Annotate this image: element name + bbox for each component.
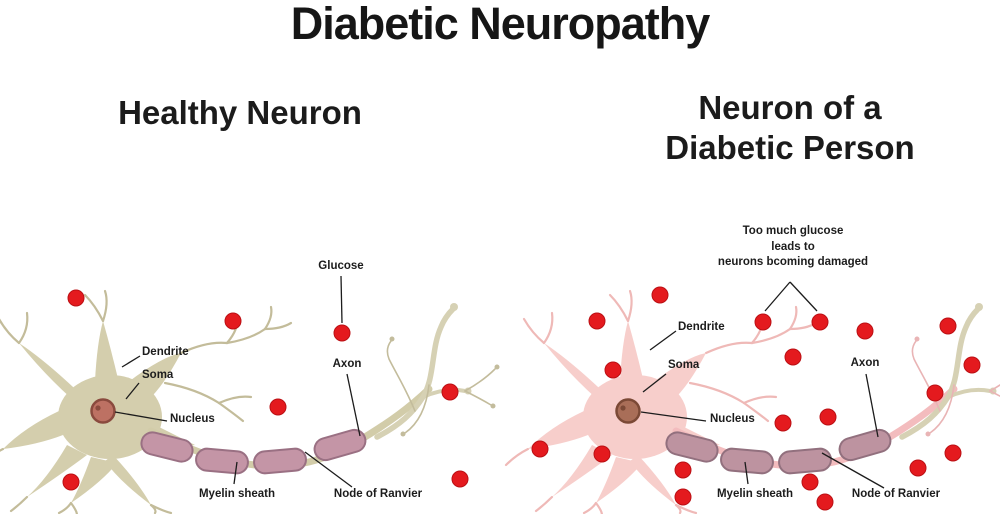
glucose-dots-healthy (62, 289, 469, 491)
label-healthy-node-of-ranvier: Node of Ranvier (333, 488, 423, 500)
label-healthy-glucose: Glucose (318, 260, 364, 272)
page-title: Diabetic Neuropathy (290, 0, 711, 49)
glucose-molecule (816, 493, 834, 511)
myelin-sheath-segments (140, 428, 367, 475)
glucose-molecule (269, 398, 287, 416)
heading-healthy-neuron: Healthy Neuron (118, 94, 362, 131)
glucose-molecule (811, 313, 829, 331)
annotation-glucose-damage: Too much glucose leads to neurons bcomin… (718, 224, 868, 271)
glucose-molecule (784, 348, 802, 366)
leader-diabetic-node (821, 452, 885, 489)
leader-diabetic-myelin (744, 461, 749, 485)
label-diabetic-myelin-sheath: Myelin sheath (716, 488, 794, 500)
annotation-line3: neurons bcoming damaged (717, 256, 869, 268)
leader-annotation-right (789, 281, 818, 312)
glucose-molecule (819, 408, 837, 426)
label-diabetic-nucleus: Nucleus (710, 413, 755, 425)
leader-healthy-axon (346, 373, 361, 437)
soma-body (3, 321, 195, 505)
heading-diabetic-neuron: Neuron of a Diabetic Person (665, 88, 914, 168)
glucose-molecule (333, 324, 351, 342)
glucose-molecule (451, 470, 469, 488)
nucleus-body (615, 398, 641, 424)
dendrite-twigs (0, 289, 293, 514)
leader-healthy-glucose (340, 275, 343, 324)
glucose-molecule (224, 312, 242, 330)
healthy-neuron (0, 289, 500, 514)
annotation-line2: leads to (771, 240, 815, 253)
glucose-molecule (67, 289, 85, 307)
glucose-molecule (774, 414, 792, 432)
leader-healthy-node (304, 451, 353, 488)
label-diabetic-dendrite: Dendrite (678, 321, 725, 333)
glucose-molecule (939, 317, 957, 335)
glucose-molecule (944, 444, 962, 462)
diabetic-neuron (504, 289, 1000, 514)
label-diabetic-axon: Axon (850, 357, 880, 369)
label-diabetic-node-of-ranvier: Node of Ranvier (851, 488, 941, 500)
glucose-molecule (62, 473, 80, 491)
glucose-molecule (531, 440, 549, 458)
leader-lines (114, 275, 885, 489)
glucose-molecule (674, 488, 692, 506)
leader-healthy-nucleus (114, 411, 168, 422)
nucleus-body (90, 398, 116, 424)
glucose-dots-diabetic (531, 286, 981, 511)
nucleolus-dot (95, 405, 101, 411)
annotation-line1: Too much glucose (742, 225, 844, 237)
nucleolus-dot (620, 405, 626, 411)
glucose-molecule (593, 445, 611, 463)
heading-diabetic-line1: Neuron of a (698, 89, 882, 126)
glucose-molecule (441, 383, 459, 401)
label-healthy-nucleus: Nucleus (170, 413, 215, 425)
glucose-molecule (604, 361, 622, 379)
leader-diabetic-axon (865, 373, 879, 438)
label-healthy-myelin-sheath: Myelin sheath (198, 488, 276, 500)
leader-annotation-left (764, 281, 791, 312)
leader-healthy-myelin (233, 461, 238, 485)
label-healthy-soma: Soma (142, 369, 174, 381)
glucose-molecule (926, 384, 944, 402)
glucose-molecule (963, 356, 981, 374)
label-diabetic-soma: Soma (668, 359, 700, 371)
glucose-molecule (588, 312, 606, 330)
label-healthy-dendrite: Dendrite (142, 346, 189, 358)
leader-healthy-dendrite (121, 355, 141, 368)
glucose-molecule (801, 473, 819, 491)
axon-terminal (374, 303, 500, 440)
label-healthy-axon: Axon (332, 358, 362, 370)
glucose-molecule (674, 461, 692, 479)
leader-diabetic-soma (642, 373, 667, 393)
glucose-molecule (909, 459, 927, 477)
leader-healthy-soma (125, 382, 140, 400)
glucose-molecule (651, 286, 669, 304)
myelin-sheath-segments (665, 428, 892, 475)
leader-diabetic-dendrite (649, 330, 677, 351)
glucose-molecule (856, 322, 874, 340)
heading-diabetic-line2: Diabetic Person (665, 129, 915, 166)
glucose-molecule (754, 313, 772, 331)
leader-diabetic-nucleus (640, 411, 707, 422)
